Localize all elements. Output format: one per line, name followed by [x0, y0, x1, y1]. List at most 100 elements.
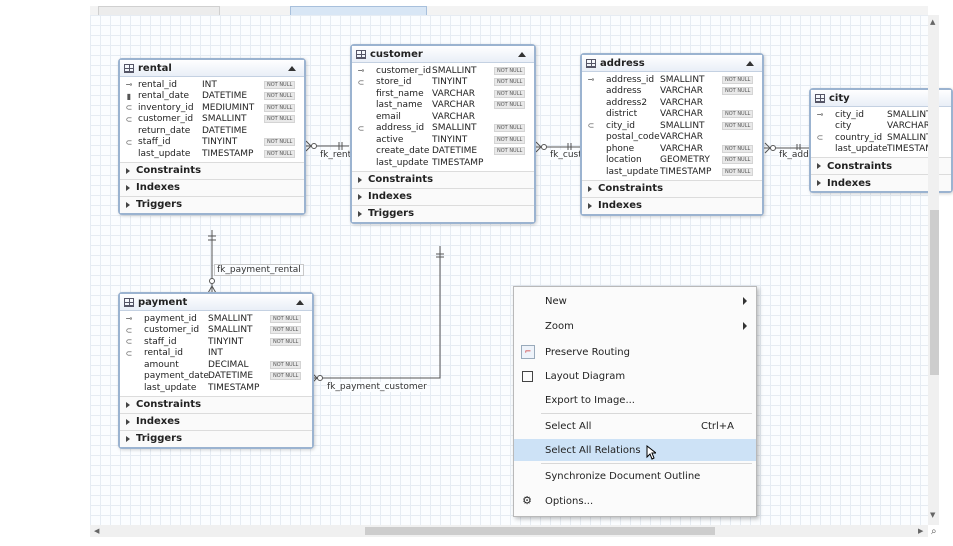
- section-indexes[interactable]: Indexes: [582, 196, 762, 214]
- table-header[interactable]: city: [811, 90, 951, 107]
- menu-item-zoom[interactable]: Zoom: [514, 315, 756, 337]
- menu-item-options[interactable]: ⚙ Options...: [514, 490, 756, 512]
- expand-icon[interactable]: [358, 176, 362, 183]
- expand-icon[interactable]: [817, 163, 821, 169]
- expand-icon[interactable]: [126, 167, 130, 174]
- section-constraints[interactable]: Constraints: [120, 161, 304, 179]
- horizontal-scrollbar[interactable]: ◀ ▶: [90, 525, 928, 537]
- menu-item-label: Preserve Routing: [545, 346, 630, 358]
- menu-item-new[interactable]: New: [514, 290, 756, 312]
- collapse-icon[interactable]: [288, 65, 296, 71]
- scroll-up-icon[interactable]: ▲: [930, 18, 936, 26]
- table-header[interactable]: customer: [352, 46, 534, 63]
- expand-icon[interactable]: [588, 185, 592, 192]
- expand-icon[interactable]: [358, 193, 362, 200]
- section-constraints[interactable]: Constraints: [582, 179, 762, 197]
- scroll-right-icon[interactable]: ▶: [918, 527, 924, 535]
- section-indexes[interactable]: Indexes: [120, 178, 304, 196]
- section-triggers[interactable]: Triggers: [120, 429, 312, 447]
- section-indexes[interactable]: Indexes: [811, 174, 951, 191]
- relation-label-payment-customer[interactable]: fk_payment_customer: [327, 382, 427, 392]
- menu-item-preserve-routing[interactable]: ⌐ Preserve Routing: [514, 341, 756, 363]
- section-triggers[interactable]: Triggers: [120, 195, 304, 213]
- scroll-left-icon[interactable]: ◀: [94, 527, 100, 535]
- section-indexes[interactable]: Indexes: [352, 187, 534, 205]
- section-constraints[interactable]: Constraints: [811, 157, 951, 174]
- table-header[interactable]: rental: [120, 60, 304, 77]
- relation-label-payment-rental[interactable]: fk_payment_rental: [214, 264, 304, 276]
- vertical-scroll-thumb[interactable]: [930, 210, 939, 375]
- menu-item-select-all-relations[interactable]: Select All Relations: [514, 439, 756, 461]
- not-null-badge: NOT NULL: [270, 372, 302, 381]
- expand-icon[interactable]: [126, 401, 130, 408]
- menu-item-select-all[interactable]: Select All Ctrl+A: [514, 415, 756, 437]
- expand-icon[interactable]: [126, 435, 130, 442]
- expand-icon[interactable]: [126, 184, 130, 191]
- section-indexes[interactable]: Indexes: [120, 412, 312, 430]
- menu-item-export-image[interactable]: Export to Image...: [514, 389, 756, 411]
- collapse-icon[interactable]: [296, 299, 304, 305]
- section-label: Indexes: [598, 200, 642, 211]
- section-constraints[interactable]: Constraints: [120, 395, 312, 413]
- column-name: amount: [144, 359, 179, 370]
- expand-icon[interactable]: [817, 180, 821, 186]
- expand-icon[interactable]: [126, 201, 130, 208]
- vertical-scrollbar[interactable]: ▲ ▼: [928, 15, 939, 525]
- collapse-icon[interactable]: [746, 60, 754, 66]
- zoom-icon[interactable]: ⌕: [931, 526, 937, 537]
- not-null-badge: NOT NULL: [494, 135, 526, 144]
- horizontal-scroll-thumb[interactable]: [365, 527, 715, 535]
- expand-icon[interactable]: [588, 202, 592, 209]
- table-header[interactable]: address: [582, 55, 762, 72]
- expand-icon[interactable]: [126, 418, 130, 425]
- menu-item-layout-diagram[interactable]: Layout Diagram: [514, 365, 756, 387]
- section-constraints[interactable]: Constraints: [352, 170, 534, 188]
- expand-icon[interactable]: [358, 210, 362, 217]
- section-triggers[interactable]: Triggers: [352, 204, 534, 222]
- menu-item-synchronize-outline[interactable]: Synchronize Document Outline: [514, 465, 756, 487]
- table-header[interactable]: payment: [120, 294, 312, 311]
- collapse-icon[interactable]: [518, 51, 526, 57]
- scroll-down-icon[interactable]: ▼: [930, 511, 936, 519]
